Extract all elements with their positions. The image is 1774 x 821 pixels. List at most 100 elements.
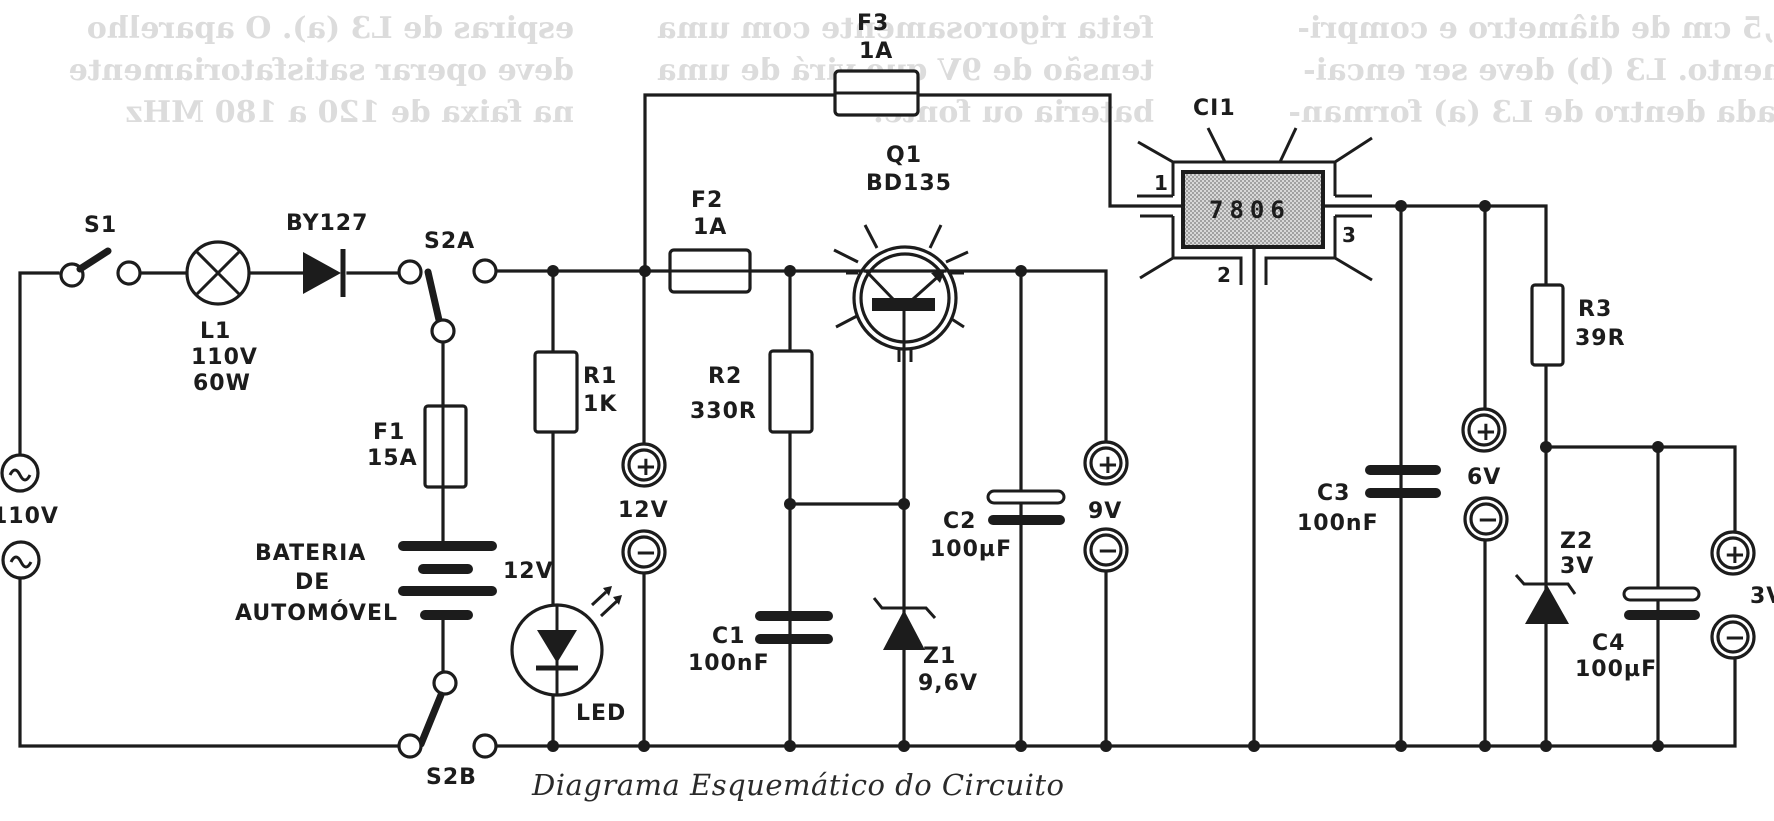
diode-icon — [303, 252, 341, 294]
wire-left-bottom — [18, 576, 400, 748]
switch-lever-icon — [424, 268, 443, 324]
r3-value: 39R — [1575, 326, 1626, 351]
plus-sign: + — [1475, 417, 1497, 447]
switch-s1: S1 — [59, 213, 142, 288]
node — [784, 265, 796, 277]
fuse-f3: F3 1A — [833, 11, 920, 117]
node — [784, 740, 796, 752]
battery-label-line2: DE — [295, 570, 330, 595]
ghost-mid-3: bateria ou fonte. — [873, 95, 1154, 130]
wire-f3-left — [643, 93, 837, 273]
lamp-l1: L1 110V 60W — [185, 240, 257, 396]
ghost-right-2: mento. L3 (b) deve ser encai- — [1303, 53, 1774, 88]
node — [1015, 265, 1027, 277]
light-emission-arrows-icon — [590, 586, 622, 618]
capacitor-plate-positive-icon — [1622, 586, 1701, 602]
wire-ic-output — [1321, 204, 1548, 287]
node — [1100, 740, 1112, 752]
node — [1652, 441, 1664, 453]
node — [898, 498, 910, 510]
ghost-left-3: na faixa de 120 a 180 MHz — [126, 95, 574, 130]
s2a-label: S2A — [424, 229, 475, 254]
battery-voltage: 12V — [503, 559, 554, 584]
node — [898, 740, 910, 752]
r2-label: R2 — [708, 364, 742, 389]
resistor-r2: R2 330R — [690, 349, 814, 434]
node — [639, 265, 651, 277]
node — [1015, 740, 1027, 752]
f2-label: F2 — [691, 188, 723, 213]
ghost-left-2: deve operar satisfatoriamente — [68, 53, 574, 88]
r1-value: 1K — [583, 392, 617, 417]
f1-value: 15A — [367, 446, 418, 471]
node — [1540, 740, 1552, 752]
sine-icon — [8, 468, 32, 482]
led: LED — [510, 586, 625, 726]
minus-sign: − — [1477, 505, 1499, 535]
battery-label-line1: BATERIA — [255, 541, 366, 566]
z2-value: 3V — [1560, 554, 1594, 579]
transistor-base-bar-icon — [872, 298, 935, 311]
wires — [18, 93, 1737, 748]
s2b-label: S2B — [426, 765, 477, 790]
l1-rating-power: 60W — [193, 371, 251, 396]
zener-bar-icon — [872, 597, 937, 620]
c4-value: 100µF — [1575, 657, 1657, 682]
transistor-q1: Q1 BD135 — [833, 143, 969, 365]
output-3v: + − 3V — [1710, 530, 1774, 660]
output-9v-label: 9V — [1088, 499, 1122, 524]
node — [1479, 200, 1491, 212]
zener-icon — [883, 610, 925, 650]
terminal-ring-icon — [1469, 502, 1503, 536]
switch-terminal-icon — [430, 318, 456, 344]
wire-f3-right — [916, 93, 1184, 208]
node — [547, 265, 559, 277]
f1-label: F1 — [373, 420, 405, 445]
node — [1652, 740, 1664, 752]
output-12v-label: 12V — [618, 498, 669, 523]
output-6v-label: 6V — [1467, 465, 1501, 490]
switch-s2b: S2B — [397, 670, 498, 790]
node — [1248, 740, 1260, 752]
figure-caption: Diagrama Esquemático do Circuito — [531, 768, 1065, 802]
sine-icon — [9, 555, 33, 569]
resistor-icon — [768, 349, 814, 434]
junction-nodes — [547, 200, 1664, 752]
zener-icon — [1525, 585, 1569, 624]
resistor-icon — [533, 350, 579, 434]
terminal-ring-icon — [1089, 446, 1123, 480]
switch-terminal-icon — [472, 258, 498, 284]
zener-bar-icon — [1514, 574, 1577, 595]
terminal-ring-icon — [627, 448, 661, 482]
plus-sign: + — [635, 452, 657, 482]
f3-label: F3 — [857, 11, 889, 36]
fuse-f2: F2 1A — [668, 188, 752, 294]
ghost-right-3: xada dentro de L3 (a) forman- — [1288, 95, 1774, 130]
collector-lead-icon — [864, 269, 895, 301]
plus-sign: + — [1724, 540, 1746, 570]
zener-z2: Z2 3V — [1514, 529, 1594, 624]
ghost-mid-1: feita rigorosamente com uma — [657, 11, 1154, 46]
minus-sign: − — [1724, 623, 1746, 653]
wire-3v-plus — [1544, 445, 1737, 537]
r1-label: R1 — [583, 364, 617, 389]
switch-terminal-icon — [432, 670, 458, 696]
capacitor-c2: C2 100µF — [930, 489, 1066, 562]
terminal-ring-icon — [1716, 536, 1750, 570]
wire-left-top — [18, 271, 60, 457]
battery-label-line3: AUTOMÓVEL — [235, 600, 398, 626]
output-9v: + − 9V — [1083, 440, 1129, 573]
ci1-pin1: 1 — [1154, 171, 1168, 195]
ci1-pin3: 3 — [1342, 223, 1356, 247]
z2-label: Z2 — [1560, 529, 1593, 554]
ci1-part: 7806 — [1209, 196, 1291, 224]
node — [1395, 740, 1407, 752]
output-3v-label: 3V — [1750, 584, 1774, 609]
resistor-r1: R1 1K — [533, 350, 617, 434]
c1-value: 100nF — [688, 651, 770, 676]
switch-lever-icon — [417, 691, 445, 748]
by127-label: BY127 — [286, 211, 368, 236]
minus-sign: − — [1097, 536, 1119, 566]
ci1-label: CI1 — [1193, 96, 1236, 121]
